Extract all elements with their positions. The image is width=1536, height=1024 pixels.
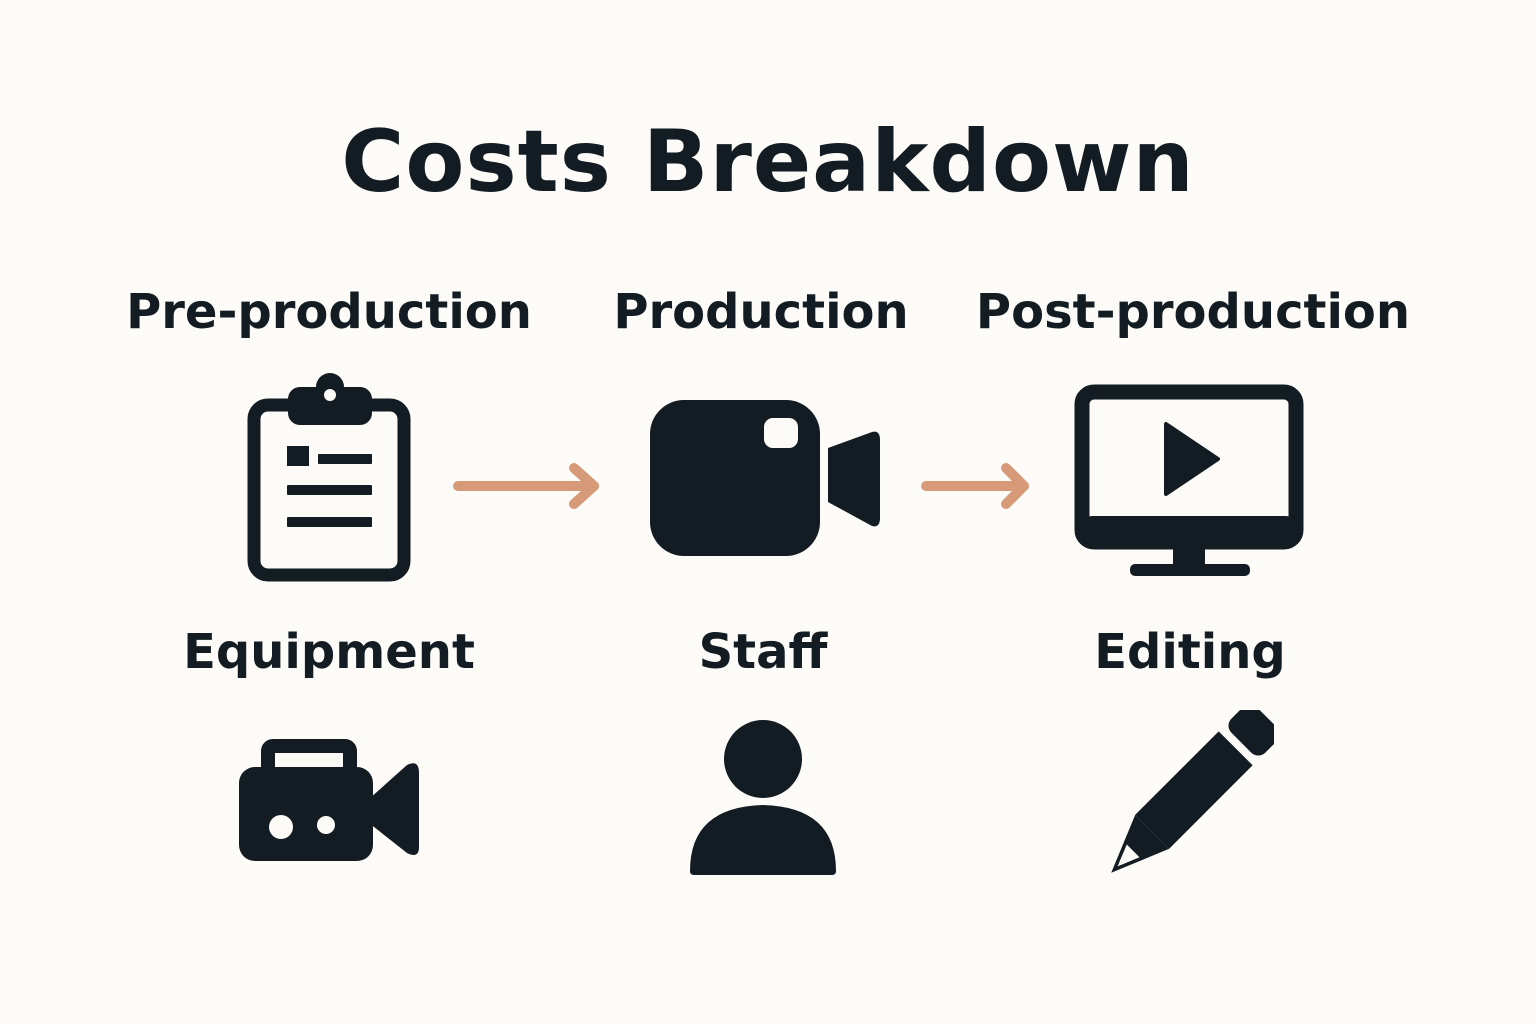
camcorder-icon	[237, 737, 423, 863]
item-label-staff: Staff	[698, 624, 828, 680]
monitor-play-icon	[1074, 384, 1306, 578]
stage-label-production: Production	[613, 284, 909, 340]
clipboard-icon	[246, 373, 412, 583]
video-camera-icon	[648, 398, 884, 558]
stage-label-post-production: Post-production	[975, 284, 1411, 340]
flow-arrow-1	[452, 462, 604, 514]
item-label-equipment: Equipment	[183, 624, 475, 680]
stage-label-pre-production: Pre-production	[126, 284, 532, 340]
person-icon	[688, 719, 838, 877]
diagram-title: Costs Breakdown	[341, 112, 1195, 212]
item-label-editing: Editing	[1094, 624, 1286, 680]
flow-arrow-2	[920, 462, 1034, 514]
pencil-icon	[1104, 710, 1274, 880]
